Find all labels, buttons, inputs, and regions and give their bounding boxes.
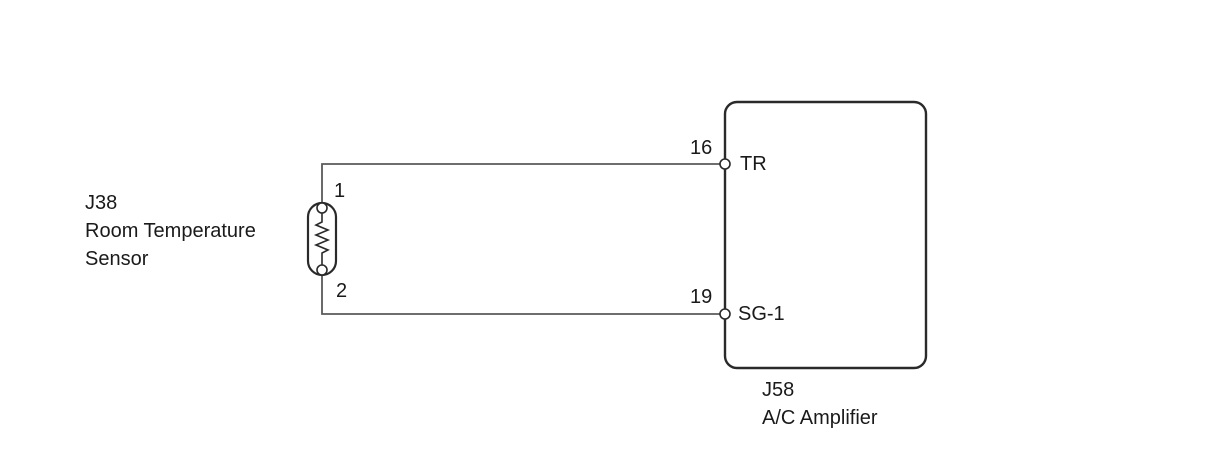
sensor-pin-2-label: 2 xyxy=(336,280,348,302)
sensor-name-label-line2: Sensor xyxy=(85,248,149,270)
amplifier-terminal-19 xyxy=(719,308,731,320)
amplifier-block xyxy=(723,100,928,370)
wire-sg1 xyxy=(321,272,722,315)
sensor-name-label-line1: Room Temperature xyxy=(85,220,256,242)
amplifier-code-label: J58 xyxy=(762,379,795,401)
amplifier-pin-number-16: 16 xyxy=(690,137,713,159)
amplifier-pin-signal-sg1: SG-1 xyxy=(738,303,785,325)
thermistor-symbol-icon xyxy=(313,212,331,266)
sensor-terminal-1 xyxy=(316,202,328,214)
amplifier-terminal-16 xyxy=(719,158,731,170)
amplifier-pin-signal-tr: TR xyxy=(740,153,767,175)
sensor-code-label: J38 xyxy=(85,192,118,214)
sensor-pin-1-label: 1 xyxy=(334,180,346,202)
amplifier-pin-number-19: 19 xyxy=(690,286,713,308)
amplifier-name-label: A/C Amplifier xyxy=(762,407,878,429)
wire-tr xyxy=(321,163,722,206)
sensor-terminal-2 xyxy=(316,264,328,276)
